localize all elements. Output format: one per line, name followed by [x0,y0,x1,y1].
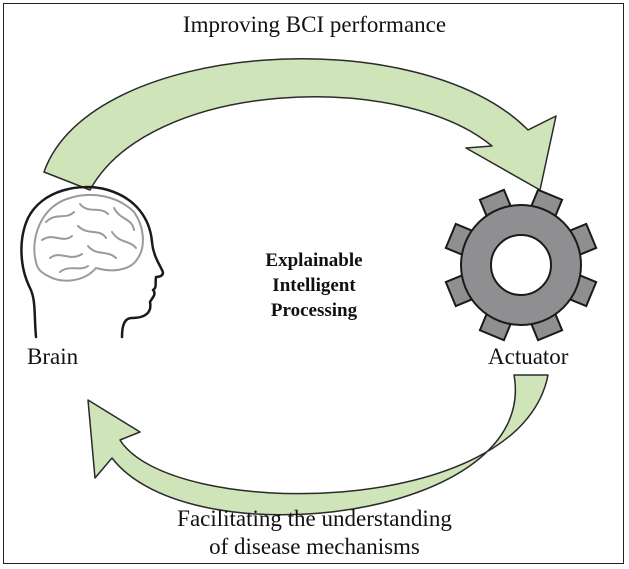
brain-head-icon [20,185,165,339]
curved-arrow-top [43,58,557,191]
center-text: Explainable Intelligent Processing [214,248,414,323]
top-caption: Improving BCI performance [182,12,447,37]
center-text-line: Processing [270,300,358,321]
bottom-caption: Facilitating the understanding of diseas… [0,505,629,561]
actuator-label: Actuator [488,344,569,369]
gear-icon [444,188,598,342]
center-text-line: Intelligent [272,275,356,296]
bottom-caption-line: Facilitating the understanding [177,506,452,531]
center-text-line: Explainable [265,250,363,271]
bottom-caption-line: of disease mechanisms [209,534,420,559]
brain-label: Brain [27,344,79,369]
curved-arrow-bottom [87,374,549,516]
